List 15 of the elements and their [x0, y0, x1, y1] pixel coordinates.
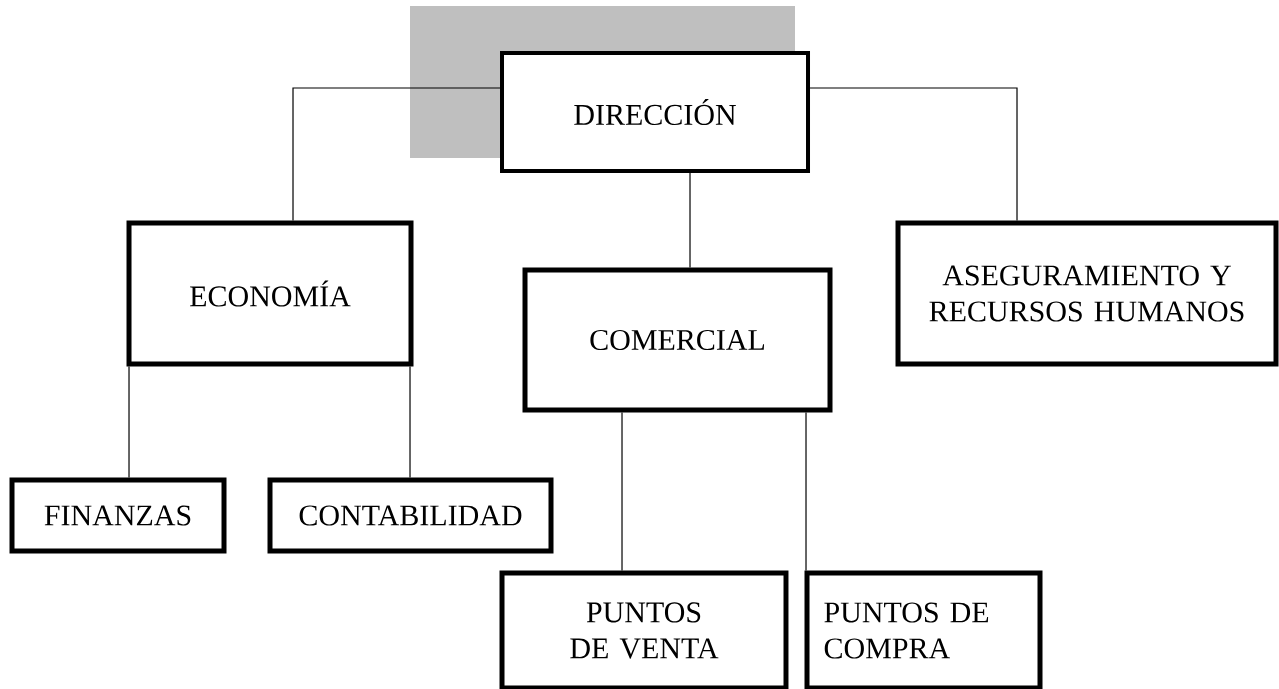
org-box: FINANZAS: [9, 477, 227, 554]
connector-line: [621, 411, 623, 572]
org-box: ASEGURAMIENTO Y RECURSOS HUMANOS: [895, 220, 1279, 367]
connector-line: [809, 87, 1018, 222]
connector-line: [409, 365, 411, 479]
org-box: ECONOMÍA: [126, 220, 414, 367]
connector-line: [805, 411, 807, 572]
org-box: COMERCIAL: [522, 267, 833, 413]
connector-line: [292, 87, 501, 222]
connector-line: [689, 172, 691, 269]
org-box: DIRECCIÓN: [500, 51, 810, 173]
org-box: PUNTOS DE VENTA: [499, 570, 789, 689]
connector-line: [128, 365, 130, 479]
org-box: CONTABILIDAD: [267, 477, 554, 554]
org-box: PUNTOS DE COMPRA: [804, 570, 1043, 689]
